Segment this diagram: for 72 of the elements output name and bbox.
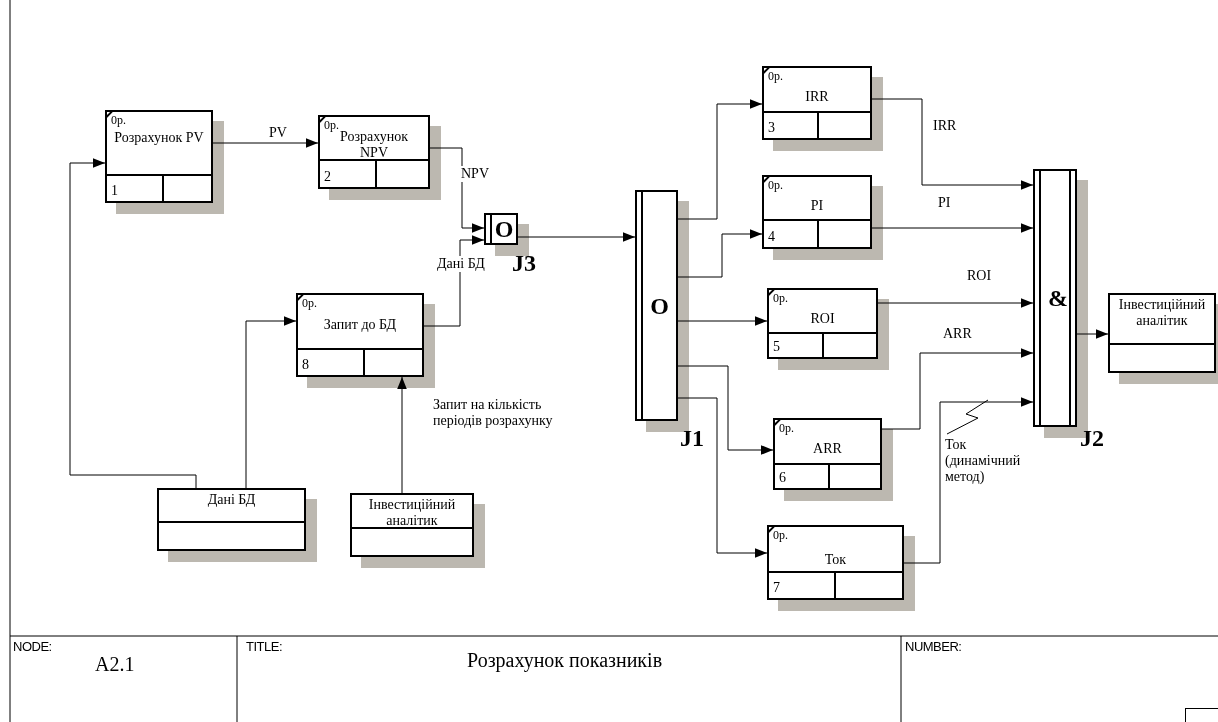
process-box — [767, 525, 904, 600]
arrow — [871, 223, 1034, 233]
activity-label: 0р. — [768, 178, 783, 192]
referent-name: Інвестиційний аналітик — [1117, 297, 1207, 329]
process-box — [105, 110, 213, 203]
referent-box — [1108, 293, 1216, 373]
diagram-title: Розрахунок показників — [467, 648, 663, 672]
arrow — [877, 298, 1034, 308]
frame-label: TITLE: — [246, 638, 282, 655]
arrow — [871, 98, 1034, 190]
referent-box — [350, 493, 474, 557]
frame-label: NUMBER: — [905, 638, 962, 655]
reference-number: 3 — [768, 120, 775, 136]
junction-label: J2 — [1080, 425, 1104, 451]
edge-label: NPV — [460, 166, 490, 182]
reference-number: 7 — [773, 580, 780, 596]
arrow — [429, 147, 485, 233]
activity-name: ARR — [812, 441, 843, 457]
activity-label: 0р. — [779, 421, 794, 435]
arrow — [677, 99, 763, 220]
reference-number: 2 — [324, 169, 331, 185]
junction-box — [484, 213, 518, 245]
arrow — [397, 376, 407, 494]
activity-name: ROI — [809, 311, 836, 327]
activity-label: 0р. — [324, 118, 339, 132]
reference-number: 5 — [773, 339, 780, 355]
process-box — [762, 175, 872, 249]
referent-box — [157, 488, 306, 551]
arrow — [903, 397, 1034, 564]
activity-label: 0р. — [768, 69, 783, 83]
activity-name: Ток — [823, 552, 848, 568]
frame-label: A2.1 — [95, 652, 135, 676]
arrow — [677, 397, 768, 558]
activity-label: 0р. — [111, 113, 126, 127]
junction-box — [635, 190, 678, 421]
junction-label: J3 — [512, 250, 536, 276]
reference-number: 6 — [779, 470, 786, 486]
arrow — [881, 348, 1034, 430]
arrow — [245, 316, 297, 489]
junction-symbol: O — [649, 292, 670, 319]
junction-symbol: & — [1047, 285, 1069, 311]
activity-name: PI — [809, 198, 825, 214]
arrow — [212, 138, 319, 148]
arrow — [677, 316, 768, 326]
referent-name: Дані БД — [206, 492, 257, 508]
activity-name: Розрахунок NPV — [339, 129, 409, 161]
process-box — [773, 418, 882, 490]
frame-label: NODE: — [13, 638, 52, 655]
arrow — [517, 232, 636, 242]
activity-name: Запит до БД — [322, 317, 398, 333]
process-box — [296, 293, 424, 377]
activity-name: IRR — [804, 89, 830, 105]
arrow — [423, 235, 485, 327]
arrow — [677, 229, 763, 278]
edge-label: Дані БД — [436, 256, 486, 272]
activity-label: 0р. — [773, 528, 788, 542]
activity-label: 0р. — [773, 291, 788, 305]
process-box — [318, 115, 430, 189]
junction-label: J1 — [680, 425, 704, 451]
reference-number: 8 — [302, 357, 309, 373]
arrow — [1076, 329, 1109, 339]
reference-number: 4 — [768, 229, 775, 245]
junction-symbol: O — [493, 216, 515, 242]
referent-name: Інвестиційний аналітик — [367, 497, 457, 529]
activity-name: Розрахунок PV — [113, 130, 205, 146]
process-box — [762, 66, 872, 140]
arrow — [677, 365, 774, 455]
activity-label: 0р. — [302, 296, 317, 310]
process-box — [767, 288, 878, 359]
arrow — [69, 158, 197, 489]
junction-box — [1033, 169, 1077, 427]
reference-number: 1 — [111, 183, 118, 199]
